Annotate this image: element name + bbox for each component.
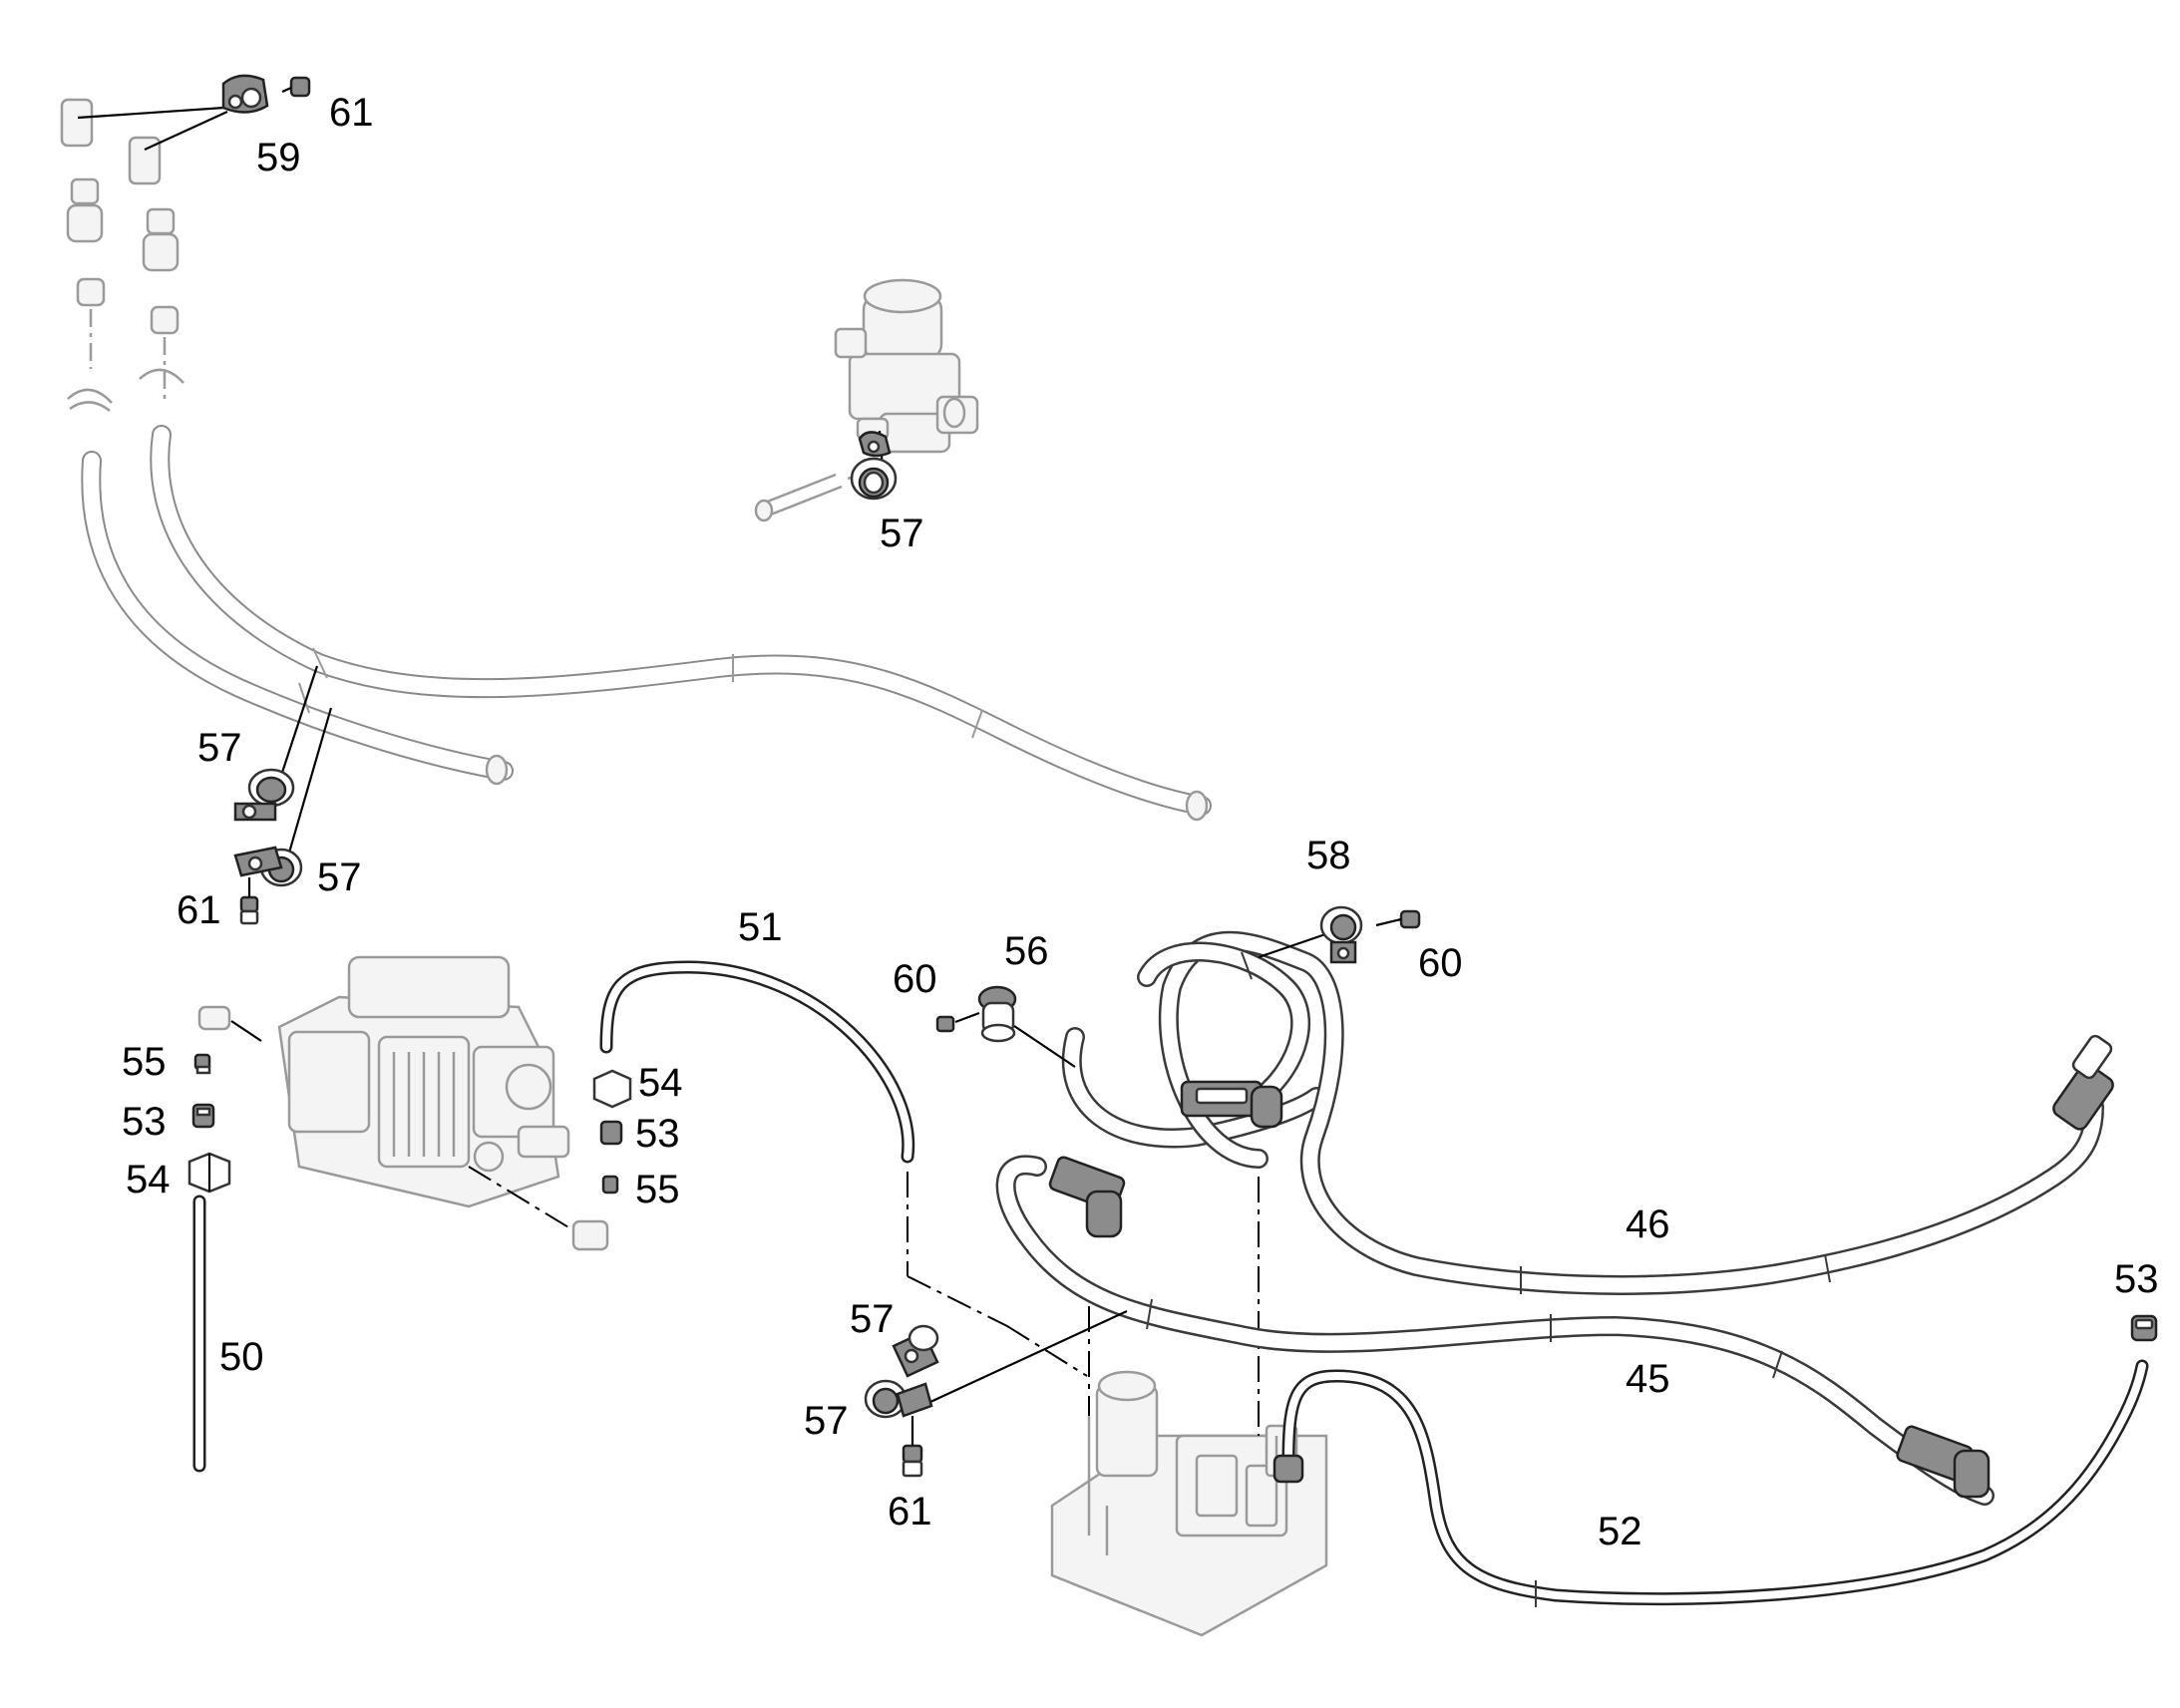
- callout-57: 57: [804, 1399, 849, 1443]
- grommet-56: [977, 985, 1017, 1043]
- fitting-54-right: [592, 1069, 632, 1109]
- clamp-57-valve: [850, 431, 898, 501]
- compressor-unit: [197, 955, 609, 1251]
- clamp-57-bottom-upper: [892, 1324, 939, 1378]
- callout-61: 61: [888, 1490, 932, 1534]
- fitting-53-far-right: [2130, 1314, 2158, 1342]
- callout-59: 59: [256, 136, 301, 179]
- clamp-57-lower-left: [233, 846, 303, 887]
- clamp-58: [1319, 905, 1363, 964]
- callout-60: 60: [1418, 941, 1463, 985]
- screw-60-left: [935, 1011, 980, 1033]
- tube-51: [599, 960, 1088, 1377]
- clamp-59: [221, 74, 269, 114]
- cable-harness-46: [1013, 930, 2114, 1295]
- clamp-57-upper-left: [233, 768, 295, 822]
- callout-57: 57: [317, 855, 362, 899]
- fitting-53-left: [191, 1103, 215, 1129]
- callout-58: 58: [1306, 834, 1351, 877]
- fitting-55-right: [601, 1175, 619, 1195]
- tube-52: [1272, 1359, 2149, 1607]
- callout-51: 51: [738, 905, 783, 949]
- callout-45: 45: [1626, 1357, 1670, 1401]
- callout-56: 56: [1004, 929, 1049, 973]
- callout-labels: 61 59 57 57 57 61 58 60 56 60 51 55 53 5…: [122, 91, 2159, 1553]
- control-block: [1050, 1177, 1328, 1637]
- callout-55: 55: [122, 1040, 167, 1084]
- hose-fittings-left: [60, 98, 113, 412]
- callout-57: 57: [850, 1297, 895, 1341]
- callout-61: 61: [329, 91, 374, 135]
- callout-53: 53: [122, 1100, 167, 1144]
- callout-61: 61: [177, 888, 221, 932]
- callout-57: 57: [197, 726, 242, 770]
- screw-61-bottom: [902, 1416, 923, 1478]
- callout-53: 53: [2114, 1257, 2159, 1301]
- callout-53: 53: [635, 1112, 680, 1156]
- upper-hose-assembly: [60, 98, 1212, 860]
- cable-harness-45: [916, 1155, 1995, 1506]
- screw-60-right: [1375, 909, 1421, 929]
- fitting-53-right: [599, 1120, 623, 1146]
- screw-61-left: [239, 877, 259, 925]
- fitting-55-left: [193, 1053, 211, 1075]
- callout-54: 54: [126, 1158, 171, 1201]
- clamp-57-bottom-lower: [864, 1379, 933, 1419]
- callout-60: 60: [893, 957, 937, 1001]
- callout-54: 54: [638, 1061, 683, 1105]
- callout-57: 57: [880, 512, 924, 555]
- callout-50: 50: [219, 1335, 264, 1379]
- hose-fittings-right: [128, 136, 184, 399]
- callout-55: 55: [635, 1168, 680, 1211]
- callout-52: 52: [1598, 1510, 1642, 1553]
- callout-46: 46: [1626, 1202, 1670, 1246]
- fitting-54-left: [187, 1152, 231, 1194]
- screw-61: [281, 76, 311, 98]
